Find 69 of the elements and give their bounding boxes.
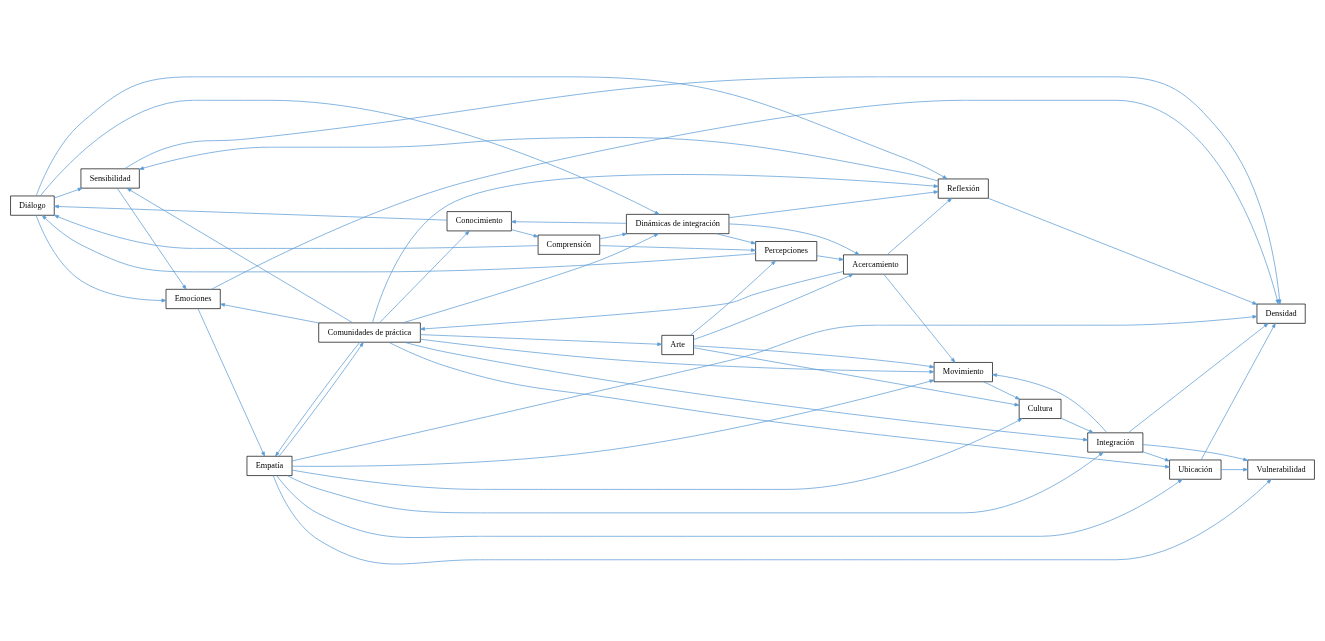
arrow (716, 233, 756, 245)
arrow (1060, 417, 1094, 434)
node-box: Movimiento (933, 362, 993, 383)
arrow (291, 315, 1258, 462)
arrow (816, 255, 844, 261)
arrow (599, 245, 756, 252)
node-box: Percepciones (755, 241, 818, 262)
arrow (39, 99, 660, 215)
arrow (1142, 444, 1249, 462)
arrow (124, 76, 1282, 305)
arrow (372, 174, 939, 324)
node-box: Ubicación (1169, 459, 1222, 480)
node-box: Vulnerabilidad (1247, 459, 1315, 480)
node-box: Integración (1087, 432, 1144, 453)
arrow (693, 273, 854, 340)
arrow (420, 334, 663, 346)
node-box: Empatía (246, 455, 293, 476)
node-box: Densidad (1256, 303, 1306, 324)
arrow (35, 214, 167, 303)
arrow (35, 76, 948, 197)
arrow (139, 137, 939, 182)
arrow (728, 190, 939, 219)
node-box: Comunidades de práctica (318, 322, 421, 343)
arrow (1220, 467, 1248, 472)
arrow (54, 214, 539, 249)
arrow (116, 187, 187, 290)
arrow (690, 260, 776, 336)
arrow (992, 373, 1108, 434)
node-box: Conocimiento (446, 211, 512, 232)
arrow (511, 229, 539, 238)
node-box: Cultura (1018, 398, 1062, 419)
arrow (276, 475, 1183, 538)
arrow (272, 475, 1272, 565)
arrow (1200, 323, 1276, 461)
node-box: Comprensión (537, 234, 601, 255)
arrow (53, 187, 83, 199)
arrow (511, 219, 627, 224)
node-box: Emociones (165, 288, 221, 309)
arrow (211, 99, 1280, 305)
arrow (54, 204, 448, 221)
node-box: Sensibilidad (80, 168, 140, 189)
node-box: Reflexión (937, 178, 989, 199)
arrow (403, 341, 1088, 442)
arrow (420, 338, 935, 374)
node-box: Diálogo (10, 195, 55, 216)
node-box: Arte (661, 334, 694, 355)
arrow (388, 341, 1170, 469)
arrow (693, 347, 1020, 407)
arrow (220, 303, 319, 324)
arrow (41, 215, 756, 273)
arrow (1142, 451, 1170, 462)
arrow (987, 197, 1258, 305)
arrow (402, 233, 659, 324)
node-box: Dinámicas de integración (626, 214, 730, 234)
arrow (728, 223, 860, 256)
arrow (291, 418, 1023, 490)
arrow (126, 187, 354, 324)
arrow (1127, 323, 1269, 434)
node-box: Acercamiento (843, 254, 908, 275)
arrow (886, 197, 953, 256)
arrow (197, 308, 265, 457)
arrow (883, 273, 956, 363)
arrow (693, 345, 935, 369)
arrow (291, 379, 935, 467)
arrow (379, 230, 470, 324)
arrow (420, 271, 844, 331)
arrow (983, 381, 1021, 400)
arrow (286, 451, 1104, 514)
arrow (599, 232, 628, 240)
